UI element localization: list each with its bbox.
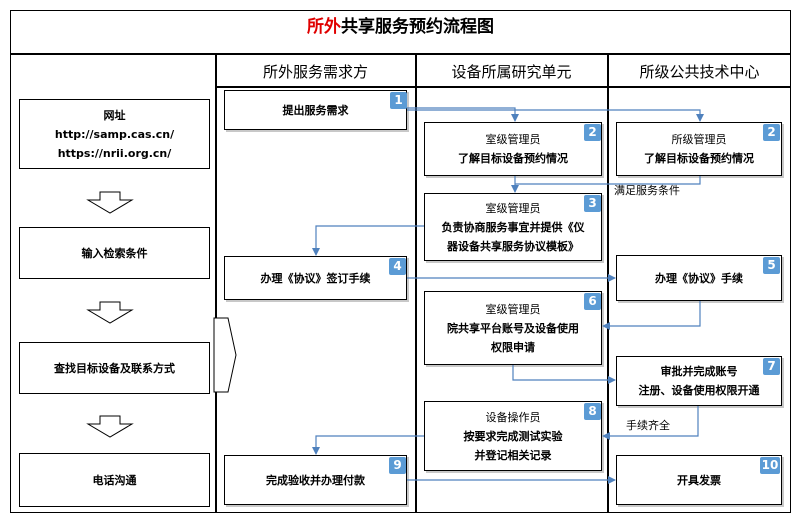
left-step-website: 网址 http://samp.cas.cn/ https://nrii.org.… [19,99,210,169]
down-arrow-2 [86,301,134,324]
step-6-box: 室级管理员 院共享平台账号及设备使用 权限申请 [424,291,602,365]
arrow-8-to-9 [312,435,424,455]
arrow-3-to-4 [312,225,424,256]
step-2-center-box: 所级管理员 了解目标设备预约情况 [616,122,782,176]
note-procedures-complete: 手续齐全 [626,419,670,432]
phone-text: 电话沟通 [92,473,137,487]
title-divider [10,53,791,55]
step-2-unit-number: 2 [584,124,601,141]
left-to-right-chevron [213,317,237,393]
step-8-box: 设备操作员 按要求完成测试实验 并登记相关记录 [424,401,602,471]
arrow-1-to-2-center [407,109,704,122]
down-arrow-3 [86,415,134,438]
step-5-box: 办理《协议》手续 [616,255,782,301]
diagram-title: 所外共享服务预约流程图 [0,12,801,37]
step-10-box: 开具发票 [616,455,782,505]
step-4-number: 4 [389,258,406,275]
step-3-role: 室级管理员 [485,201,541,215]
step-5-text: 办理《协议》手续 [655,271,743,285]
step-7-box: 审批并完成账号 注册、设备使用权限开通 [616,356,782,406]
step-6-line2: 权限申请 [491,340,535,354]
step-9-number: 9 [389,457,406,474]
arrow-7-to-8 [602,406,699,440]
arrow-2center-to-3 [515,176,701,185]
header-divider [215,86,791,88]
step-2-unit-text: 了解目标设备预约情况 [458,152,568,165]
step-1-number: 1 [390,92,407,109]
step-5-number: 5 [763,257,780,274]
step-3-box: 室级管理员 负责协商服务事宜并提供《仪 器设备共享服务协议模板》 [424,193,602,261]
title-rest: 共享服务预约流程图 [341,17,494,37]
step-6-line1: 院共享平台账号及设备使用 [447,321,579,335]
step-2-unit-role: 室级管理员 [485,133,541,146]
step-3-number: 3 [584,195,601,212]
step-7-number: 7 [763,358,780,375]
step-1-box: 提出服务需求 [224,90,407,130]
website-url-samp: http://samp.cas.cn/ [54,127,175,141]
column-header-research-unit: 设备所属研究单元 [451,63,572,81]
step-8-line2: 并登记相关记录 [474,448,552,462]
step-10-text: 开具发票 [677,473,721,487]
note-service-condition: 满足服务条件 [614,184,680,197]
step-9-box: 完成验收并办理付款 [224,455,407,505]
find-device-text: 查找目标设备及联系方式 [54,361,175,375]
step-7-line1: 审批并完成账号 [660,365,738,378]
step-4-text: 办理《协议》签订手续 [260,271,371,285]
step-8-line1: 按要求完成测试实验 [463,429,563,443]
arrow-5-to-6 [602,301,701,330]
website-url-nrii: https://nrii.org.cn/ [57,146,172,160]
step-4-box: 办理《协议》签订手续 [224,256,407,300]
left-step-find-device: 查找目标设备及联系方式 [19,342,210,394]
step-7-line2: 注册、设备使用权限开通 [638,384,760,397]
step-2-unit-box: 室级管理员 了解目标设备预约情况 [424,122,602,176]
step-2-center-role: 所级管理员 [671,133,727,146]
step-6-role: 室级管理员 [485,302,541,316]
arrow-1-to-2-unit [407,107,519,122]
column-divider-1 [215,53,217,513]
step-8-number: 8 [584,403,601,420]
title-red-part: 所外 [307,17,341,37]
step-3-line1: 负责协商服务事宜并提供《仪 [441,220,585,234]
search-conditions-text: 输入检索条件 [81,246,148,260]
step-8-role: 设备操作员 [485,410,541,424]
step-9-text: 完成验收并办理付款 [266,473,365,487]
diagram-frame [10,10,791,513]
step-10-number: 10 [760,457,780,474]
column-divider-2 [415,53,417,513]
arrow-6-to-7 [512,365,616,384]
step-2-center-text: 了解目标设备预约情况 [644,152,754,165]
column-header-tech-center: 所级公共技术中心 [639,63,760,81]
down-arrow-1 [86,191,134,214]
website-label: 网址 [103,108,126,122]
step-6-number: 6 [584,293,601,310]
left-step-phone: 电话沟通 [19,453,210,507]
step-3-line2: 器设备共享服务协议模板》 [447,239,579,253]
step-1-text: 提出服务需求 [282,103,349,117]
step-2-center-number: 2 [763,124,780,141]
left-step-search: 输入检索条件 [19,227,210,279]
column-divider-3 [607,53,609,513]
column-header-demander: 所外服务需求方 [262,63,368,81]
